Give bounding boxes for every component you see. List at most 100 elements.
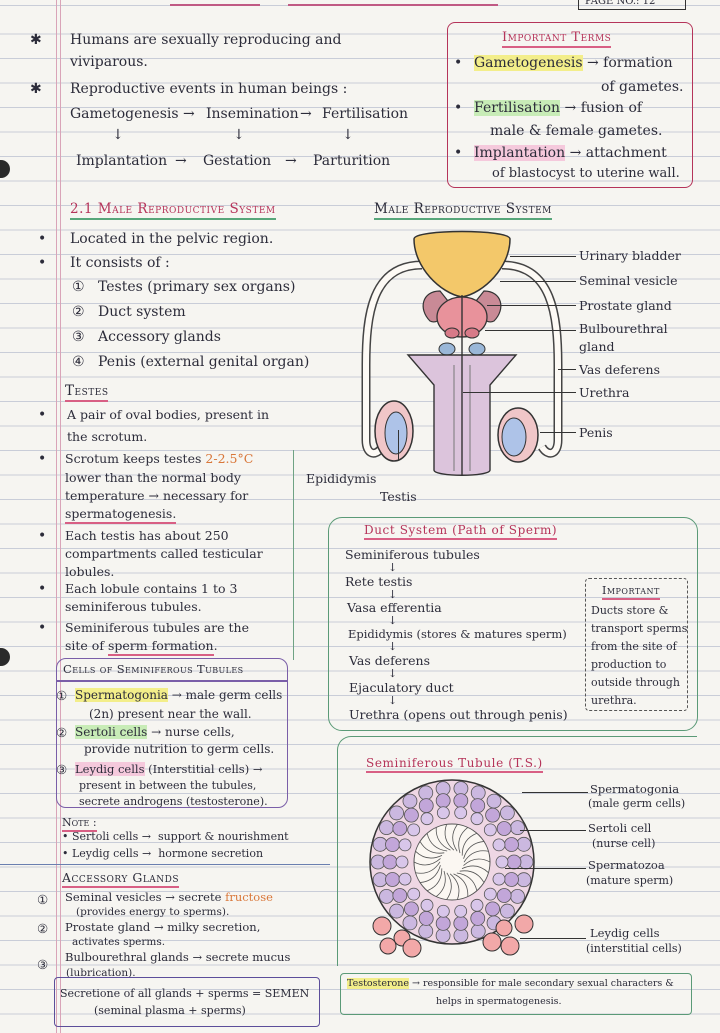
term-name: Gametogenesis xyxy=(474,55,583,71)
germ-cell xyxy=(403,901,419,917)
germ-cell xyxy=(418,785,434,801)
leydig-cells xyxy=(372,914,534,958)
arrow-icon: → xyxy=(175,153,187,169)
cell-desc: → male germ cells xyxy=(171,688,283,702)
list-num: ④ xyxy=(72,354,85,370)
germ-cell xyxy=(470,898,484,912)
germ-cell xyxy=(453,793,469,809)
germ-cell xyxy=(389,903,405,919)
semen-line: (seminal plasma + sperms) xyxy=(94,1004,246,1017)
tubule-label: (nurse cell) xyxy=(592,837,656,850)
list-item: Testes (primary sex organs) xyxy=(98,279,296,295)
text-line: Located in the pelvic region. xyxy=(70,231,274,247)
cell-desc: provide nutrition to germ cells. xyxy=(84,742,275,756)
diagram-label: gland xyxy=(579,339,615,354)
text-line: lobules. xyxy=(65,564,115,579)
testosterone-text: → responsible for male secondary sexual … xyxy=(411,978,674,989)
germ-cell xyxy=(516,836,532,852)
diagram-title: Male Reproductive System xyxy=(374,201,552,220)
important-line: transport sperms xyxy=(591,622,688,635)
bullet: • xyxy=(38,255,47,271)
intro-line: Reproductive events in human beings : xyxy=(70,81,348,97)
text-line: the scrotum. xyxy=(67,429,148,444)
section-heading: 2.1 Male Reproductive System xyxy=(70,201,276,220)
sperm-tail xyxy=(419,865,441,883)
germ-cell xyxy=(436,904,450,918)
cell-entry: Sertoli cells → nurse cells, xyxy=(75,725,235,739)
diagram-label: Urethra xyxy=(579,385,630,400)
down-arrow-icon: ↓ xyxy=(388,561,398,574)
text-line: Scrotum keeps testes 2-2.5°C xyxy=(65,451,253,466)
sperm-tail xyxy=(415,861,441,874)
germ-cell xyxy=(402,793,418,809)
duct-step: Epididymis (stores & matures sperm) xyxy=(348,626,567,641)
text-line: spermatogenesis. xyxy=(65,506,177,524)
note-text: hormone secretion xyxy=(158,847,264,860)
header-line xyxy=(288,4,498,6)
tubule-label: (mature sperm) xyxy=(586,874,674,887)
germ-cell xyxy=(436,806,450,820)
flow-item: Gestation xyxy=(203,153,272,169)
gland-line: Prostate gland → milky secretion, xyxy=(65,920,261,934)
term: Implantation → attachment xyxy=(474,145,667,161)
diagram-label: Bulbourethral xyxy=(579,321,668,336)
down-arrow-icon: ↓ xyxy=(233,127,245,143)
gland-line: Bulbourethral glands → secrete mucus xyxy=(65,950,291,964)
text-line: lower than the normal body xyxy=(65,470,241,485)
cell-entry: Leydig cells (Interstitial cells) → xyxy=(75,762,263,776)
sperm-tail xyxy=(463,858,491,866)
note-line: • Leydig cells → hormone secretion xyxy=(62,847,263,860)
germ-cell xyxy=(504,837,519,852)
leader-line xyxy=(522,792,588,793)
flow-item: Insemination xyxy=(206,106,299,122)
term: Gametogenesis → formation xyxy=(474,55,673,71)
text-line: Seminiferous tubules are the xyxy=(65,620,250,635)
margin-line-left xyxy=(56,0,57,1033)
cell-desc: secrete androgens (testosterone). xyxy=(79,795,268,808)
cell-name: Sertoli cells xyxy=(75,725,148,739)
bullet: • xyxy=(38,231,47,247)
tubule-title: Seminiferous Tubule (T.S.) xyxy=(366,756,543,773)
germ-cell xyxy=(407,823,421,837)
cell-desc: present in between the tubules, xyxy=(79,779,257,792)
cell-num: ② xyxy=(56,725,68,740)
germ-cell xyxy=(418,910,434,926)
tubule-label: (interstitial cells) xyxy=(586,942,682,955)
text-line: Each lobule contains 1 to 3 xyxy=(65,581,238,596)
intro-line: Humans are sexually reproducing and xyxy=(70,32,342,48)
gland-line: (provides energy to sperms). xyxy=(76,906,230,918)
germ-cell xyxy=(492,838,506,852)
bullet: • xyxy=(38,528,47,544)
down-arrow-icon: ↓ xyxy=(388,614,398,627)
gland-text: Seminal vesicles → secrete xyxy=(65,890,222,904)
text-line: A pair of oval bodies, present in xyxy=(67,407,270,422)
germ-cell xyxy=(516,872,532,888)
tubule-label: Sertoli cell xyxy=(588,821,652,835)
term-def: male & female gametes. xyxy=(490,123,663,139)
sperm-tail xyxy=(426,833,448,852)
header-line xyxy=(170,4,260,6)
germ-cell xyxy=(403,807,419,823)
germ-cell xyxy=(454,806,468,820)
important-line: urethra. xyxy=(591,694,637,707)
important-line: production to xyxy=(591,658,667,671)
germ-cell xyxy=(418,923,434,939)
germ-cell xyxy=(435,915,451,931)
binder-hole xyxy=(0,648,10,666)
gland-line: (lubrication). xyxy=(66,967,136,979)
germ-cell xyxy=(495,855,509,869)
duct-step: Vasa efferentia xyxy=(347,600,442,615)
germ-cell xyxy=(483,887,497,901)
leader-line xyxy=(510,256,576,257)
down-arrow-icon: ↓ xyxy=(388,588,398,601)
gland-line: Seminal vesicles → secrete fructose xyxy=(65,890,273,904)
sperm-tail xyxy=(426,868,443,892)
germ-cell xyxy=(485,901,501,917)
down-arrow-icon: ↓ xyxy=(388,667,398,680)
duct-system-title: Duct System (Path of Sperm) xyxy=(364,523,558,540)
cell-num: ① xyxy=(56,688,68,703)
germ-cell xyxy=(486,793,502,809)
germ-cell xyxy=(407,887,421,901)
leader-line xyxy=(398,430,399,460)
germ-cell xyxy=(499,903,515,919)
